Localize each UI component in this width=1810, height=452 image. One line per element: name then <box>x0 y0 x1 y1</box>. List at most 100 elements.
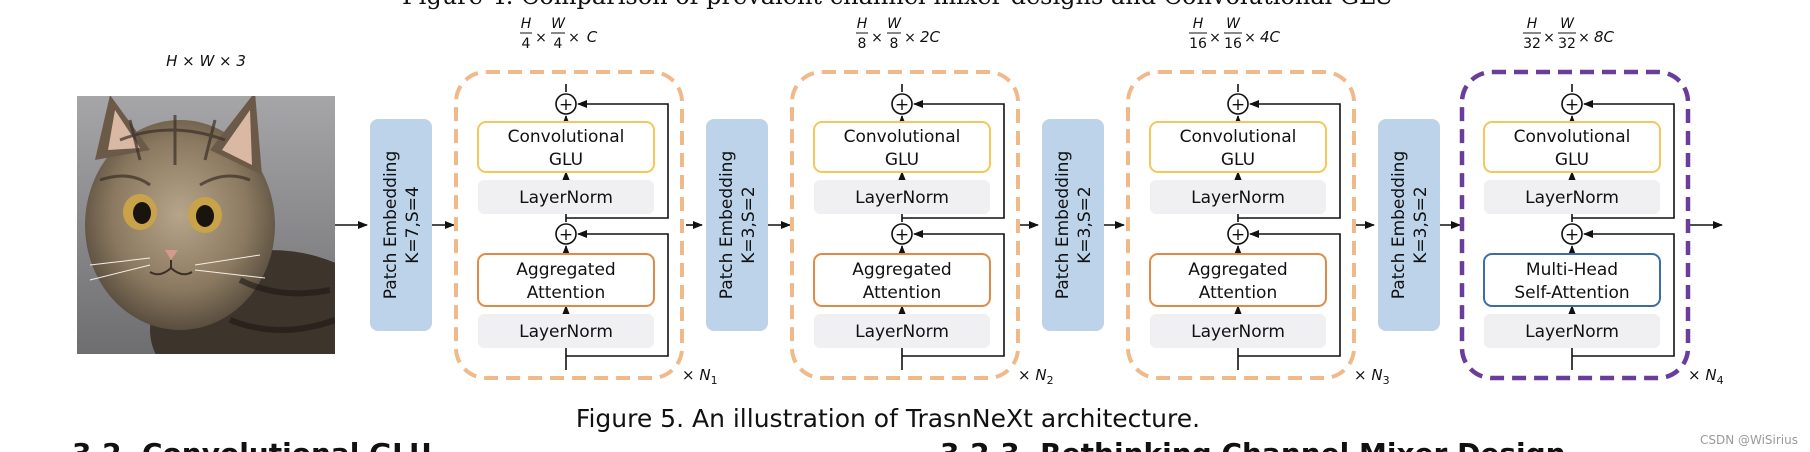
svg-text:LayerNorm: LayerNorm <box>855 188 949 208</box>
input-dim-label: H × W × 3 <box>166 52 246 70</box>
cat-image <box>77 96 335 354</box>
section-heading-right: 3.2.3. Rethinking Channel Mixer Design <box>940 437 1566 452</box>
stage-3-layernorm-lower <box>1150 314 1326 348</box>
patch-embedding-3: Patch Embedding K=3,S=2 <box>1042 119 1104 331</box>
svg-text:Convolutional: Convolutional <box>1514 127 1631 147</box>
svg-text:×: × <box>1209 30 1221 46</box>
stage-1-add-bottom-icon <box>555 223 577 245</box>
svg-text:4C: 4C <box>1260 28 1281 46</box>
svg-text:×: × <box>871 30 883 46</box>
stage-4-border <box>1459 69 1691 381</box>
svg-text:Convolutional: Convolutional <box>508 127 625 147</box>
patch-embedding-1-line1: Patch Embedding <box>381 151 401 300</box>
top-caption: Figure 4. Comparison of prevalent channe… <box>402 0 1394 10</box>
svg-text:+: + <box>1231 95 1245 115</box>
stage-3-border <box>1126 70 1356 380</box>
svg-text:W: W <box>1226 16 1241 32</box>
svg-text:+: + <box>559 225 573 245</box>
stage-2: H 8 × W 8 × 2C + + Convolutional GLU <box>790 16 1054 387</box>
svg-text:2C: 2C <box>920 28 941 46</box>
svg-text:+: + <box>1565 95 1579 115</box>
stage-4-add-top-icon <box>1561 93 1583 115</box>
svg-text:LayerNorm: LayerNorm <box>1525 188 1619 208</box>
svg-text:Convolutional: Convolutional <box>1180 127 1297 147</box>
svg-text:32: 32 <box>1523 36 1541 52</box>
stage-4: H 32 × W 32 × 8C + + Convolutional G <box>1459 16 1724 387</box>
svg-text:LayerNorm: LayerNorm <box>519 322 613 342</box>
stage-2-layernorm-lower <box>814 314 990 348</box>
svg-text:+: + <box>1231 225 1245 245</box>
stage-1-border <box>454 70 684 380</box>
patch-embedding-4-line2: K=3,S=2 <box>1411 186 1431 263</box>
svg-text:4: 4 <box>554 36 563 52</box>
stage-3-layernorm-upper <box>1150 180 1326 214</box>
stage-3: H 16 × W 16 × 4C + + Convolutional G <box>1126 16 1390 387</box>
stage-2-aggregated-attention <box>813 253 991 307</box>
svg-text:Convolutional: Convolutional <box>844 127 961 147</box>
stage-3-repeat: × N3 <box>1354 366 1390 387</box>
stage-1-repeat: × N1 <box>682 366 718 387</box>
svg-text:C: C <box>587 28 598 46</box>
svg-text:+: + <box>895 95 909 115</box>
svg-text:8: 8 <box>890 36 899 52</box>
svg-text:H: H <box>521 16 532 32</box>
stage-2-add-bottom-icon <box>891 223 913 245</box>
figure-caption: Figure 5. An illustration of TrasnNeXt a… <box>576 404 1200 433</box>
svg-text:LayerNorm: LayerNorm <box>1191 188 1285 208</box>
patch-embedding-3-line2: K=3,S=2 <box>1075 186 1095 263</box>
svg-text:LayerNorm: LayerNorm <box>855 322 949 342</box>
svg-text:LayerNorm: LayerNorm <box>519 188 613 208</box>
stage-3-conv-glu <box>1149 121 1327 173</box>
svg-text:GLU: GLU <box>549 150 583 170</box>
svg-text:W: W <box>1560 16 1575 32</box>
stage-3-dims: H 16 × W 16 × 4C <box>1189 16 1281 52</box>
svg-text:16: 16 <box>1224 36 1242 52</box>
svg-text:×: × <box>535 30 547 46</box>
svg-text:8C: 8C <box>1594 28 1615 46</box>
stage-2-border <box>790 70 1020 380</box>
svg-text:16: 16 <box>1189 36 1207 52</box>
patch-embedding-2-line2: K=3,S=2 <box>739 186 759 263</box>
stage-3-aggregated-attention <box>1149 253 1327 307</box>
svg-text:×: × <box>904 30 916 46</box>
svg-text:H: H <box>1527 16 1538 32</box>
svg-text:+: + <box>895 225 909 245</box>
watermark: CSDN @WiSirius <box>1700 433 1798 447</box>
patch-embedding-3-line1: Patch Embedding <box>1053 151 1073 300</box>
svg-text:8: 8 <box>858 36 867 52</box>
svg-text:Attention: Attention <box>863 283 941 303</box>
svg-text:×: × <box>568 30 580 46</box>
svg-text:LayerNorm: LayerNorm <box>1191 322 1285 342</box>
svg-text:×: × <box>1543 30 1555 46</box>
stage-2-repeat: × N2 <box>1018 366 1054 387</box>
svg-text:+: + <box>1565 225 1579 245</box>
patch-embedding-2-line1: Patch Embedding <box>717 151 737 300</box>
svg-text:GLU: GLU <box>1555 150 1589 170</box>
stage-3-add-top-icon <box>1227 93 1249 115</box>
section-heading-left: 3.2. Convolutional GLU <box>72 437 432 452</box>
stage-1-layernorm-lower <box>478 314 654 348</box>
svg-text:W: W <box>551 16 566 32</box>
stage-1-conv-glu <box>477 121 655 173</box>
svg-text:Aggregated: Aggregated <box>516 260 615 280</box>
svg-text:GLU: GLU <box>1221 150 1255 170</box>
svg-text:+: + <box>559 95 573 115</box>
stage-2-dims: H 8 × W 8 × 2C <box>856 16 941 52</box>
stage-1: H 4 × W 4 × C + + Convolutional GLU <box>454 16 718 387</box>
stage-1-aggregated-attention <box>477 253 655 307</box>
svg-text:Attention: Attention <box>1199 283 1277 303</box>
svg-text:×: × <box>1244 30 1256 46</box>
stage-4-add-bottom-icon <box>1561 223 1583 245</box>
stage-2-layernorm-upper <box>814 180 990 214</box>
svg-text:GLU: GLU <box>885 150 919 170</box>
stage-4-repeat: × N4 <box>1688 366 1724 387</box>
stage-1-layernorm-upper <box>478 180 654 214</box>
svg-text:LayerNorm: LayerNorm <box>1525 322 1619 342</box>
patch-embedding-4-line1: Patch Embedding <box>1389 151 1409 300</box>
stage-3-add-bottom-icon <box>1227 223 1249 245</box>
stage-2-conv-glu <box>813 121 991 173</box>
svg-text:Multi-Head: Multi-Head <box>1526 260 1618 280</box>
patch-embedding-4: Patch Embedding K=3,S=2 <box>1378 119 1440 331</box>
stage-4-conv-glu <box>1483 121 1661 173</box>
